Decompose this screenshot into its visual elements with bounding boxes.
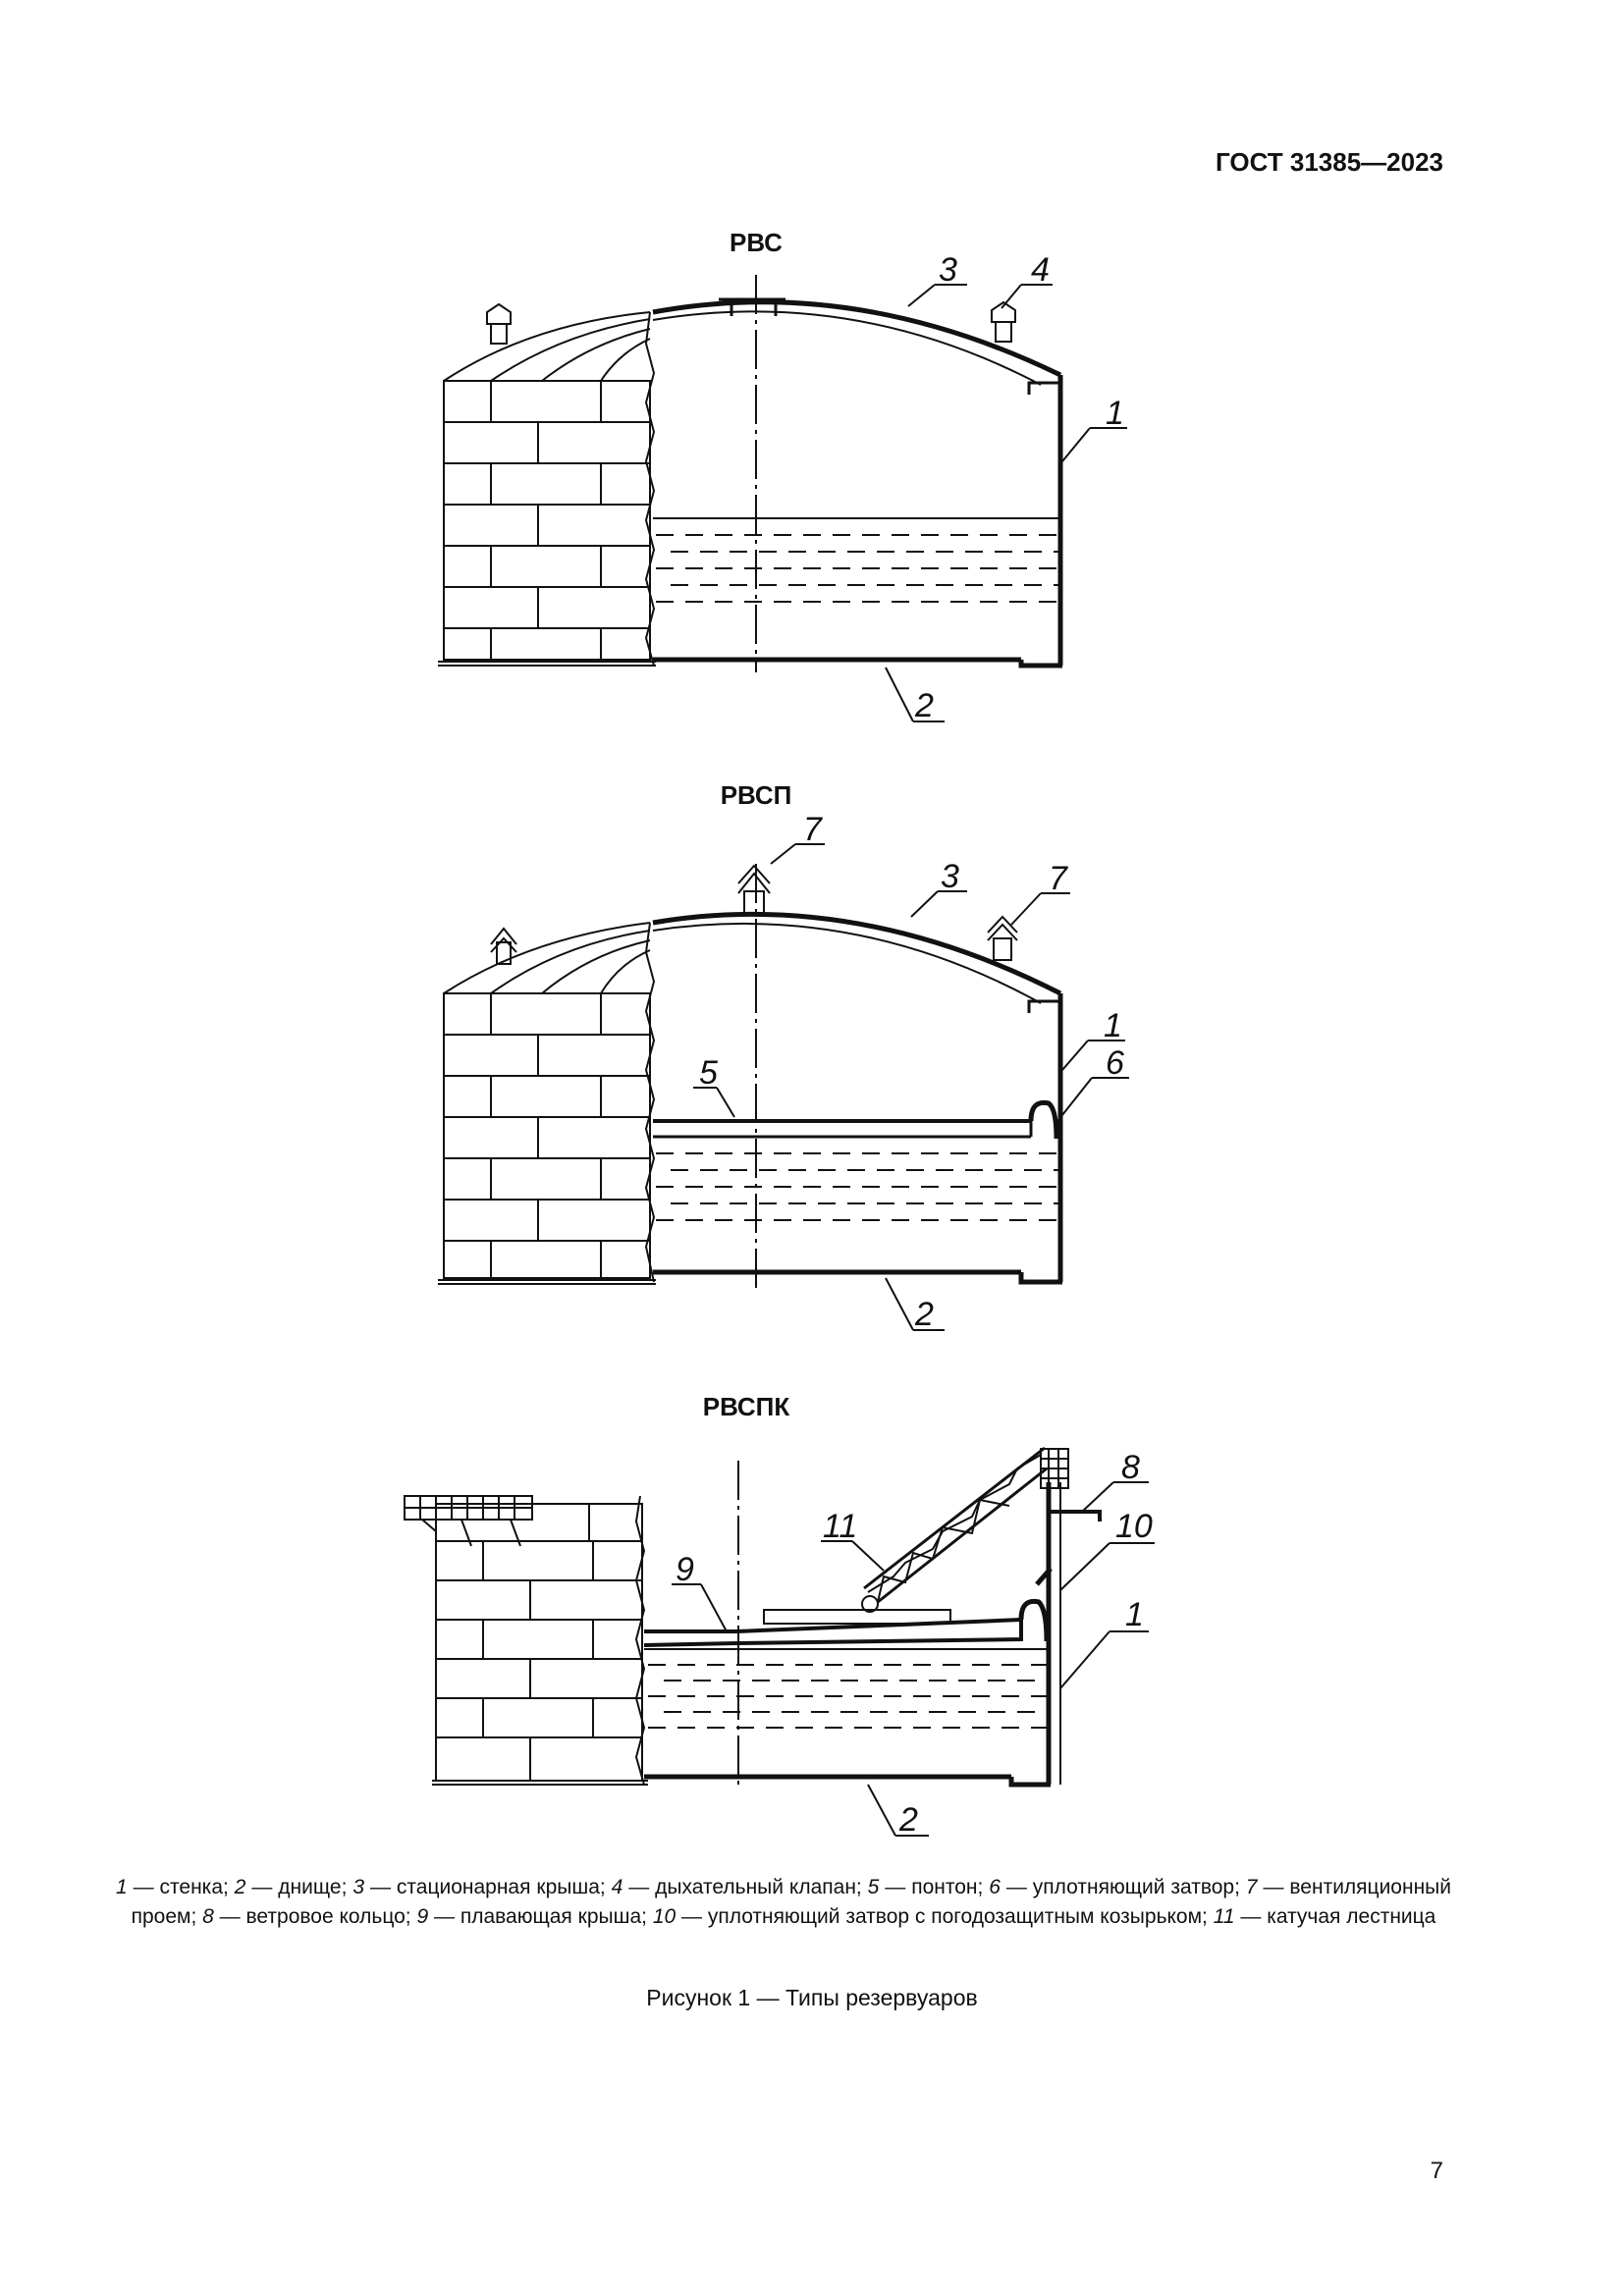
vent-left: [490, 927, 517, 965]
legend-num: 5: [867, 1876, 880, 1898]
legend-text: — ветровое кольцо;: [213, 1905, 417, 1928]
callout-vent-top: 7: [803, 815, 823, 848]
brick-wall-section: [438, 922, 656, 1285]
legend-num: 8: [202, 1905, 214, 1928]
figure-title-rvspk: РВСПК: [702, 1392, 790, 1421]
legend-text: — катучая лестница: [1234, 1905, 1436, 1928]
callout-bottom: 2: [898, 1801, 918, 1839]
callout-bottom: 2: [914, 1296, 934, 1333]
figure-title-rvsp: РВСП: [720, 780, 792, 810]
breather-valve-left: [486, 302, 512, 345]
callout-floating-roof: 9: [676, 1551, 694, 1588]
figure-title-rvs: РВС: [730, 228, 783, 257]
callout-pontoon: 5: [699, 1054, 718, 1092]
legend-text: — вентиляционный проем;: [131, 1876, 1452, 1928]
break-line: [644, 311, 656, 667]
break-line: [644, 922, 656, 1283]
page-number: 7: [1430, 2158, 1443, 2184]
callout-seal-visor: 10: [1115, 1508, 1153, 1545]
legend-text: — дыхательный клапан;: [623, 1876, 868, 1898]
legend-num: 1: [116, 1876, 128, 1898]
vent-top: [737, 864, 771, 914]
rolling-ladder: [861, 1446, 1069, 1613]
legend-num: 2: [234, 1876, 246, 1898]
breather-valve-right: [991, 300, 1016, 343]
vent-right: [987, 915, 1018, 961]
tank-diagram-rvspk: 8 11 10 9 1 2: [404, 1446, 1155, 1839]
brick-wall-section: [438, 311, 656, 667]
callout-wall: 1: [1106, 395, 1124, 432]
legend-num: 4: [611, 1876, 623, 1898]
legend-num: 11: [1213, 1905, 1235, 1928]
break-line: [634, 1495, 646, 1786]
callout-vent-right: 7: [1049, 860, 1068, 897]
legend-num: 6: [989, 1876, 1001, 1898]
callout-roof: 3: [939, 255, 957, 289]
legend-text: — плавающая крыша;: [428, 1905, 653, 1928]
callout-wall: 1: [1125, 1596, 1144, 1633]
callout-seal: 6: [1106, 1044, 1124, 1082]
legend-text: — днище;: [245, 1876, 353, 1898]
figure-caption: Рисунок 1 — Типы резервуаров: [646, 1985, 978, 2010]
legend-text: — стенка;: [127, 1876, 235, 1898]
callout-wind-ring: 8: [1121, 1449, 1140, 1486]
brick-wall-section: [404, 1495, 648, 1786]
callout-valve: 4: [1031, 255, 1050, 289]
legend-num: 3: [352, 1876, 365, 1898]
legend-text: — понтон;: [879, 1876, 990, 1898]
figure-legend: 1 — стенка; 2 — днище; 3 — стационарная …: [116, 1873, 1451, 1932]
tank-diagram-rvsp: 7 3 7 1 5 6 2: [438, 815, 1129, 1333]
callout-wall: 1: [1104, 1007, 1122, 1044]
callout-bottom: 2: [914, 687, 934, 724]
legend-text: — стационарная крыша;: [364, 1876, 612, 1898]
callout-ladder: 11: [823, 1508, 857, 1545]
legend-num: 9: [416, 1905, 429, 1928]
callout-roof: 3: [941, 858, 959, 895]
legend-text: — уплотняющий затвор с погодозащитным ко…: [676, 1905, 1214, 1928]
standard-number: ГОСТ 31385—2023: [1216, 147, 1443, 177]
legend-num: 10: [652, 1905, 677, 1928]
legend-num: 7: [1245, 1876, 1258, 1898]
tank-diagram-rvs: 3 4 1 2: [438, 255, 1127, 724]
legend-text: — уплотняющий затвор;: [1000, 1876, 1246, 1898]
